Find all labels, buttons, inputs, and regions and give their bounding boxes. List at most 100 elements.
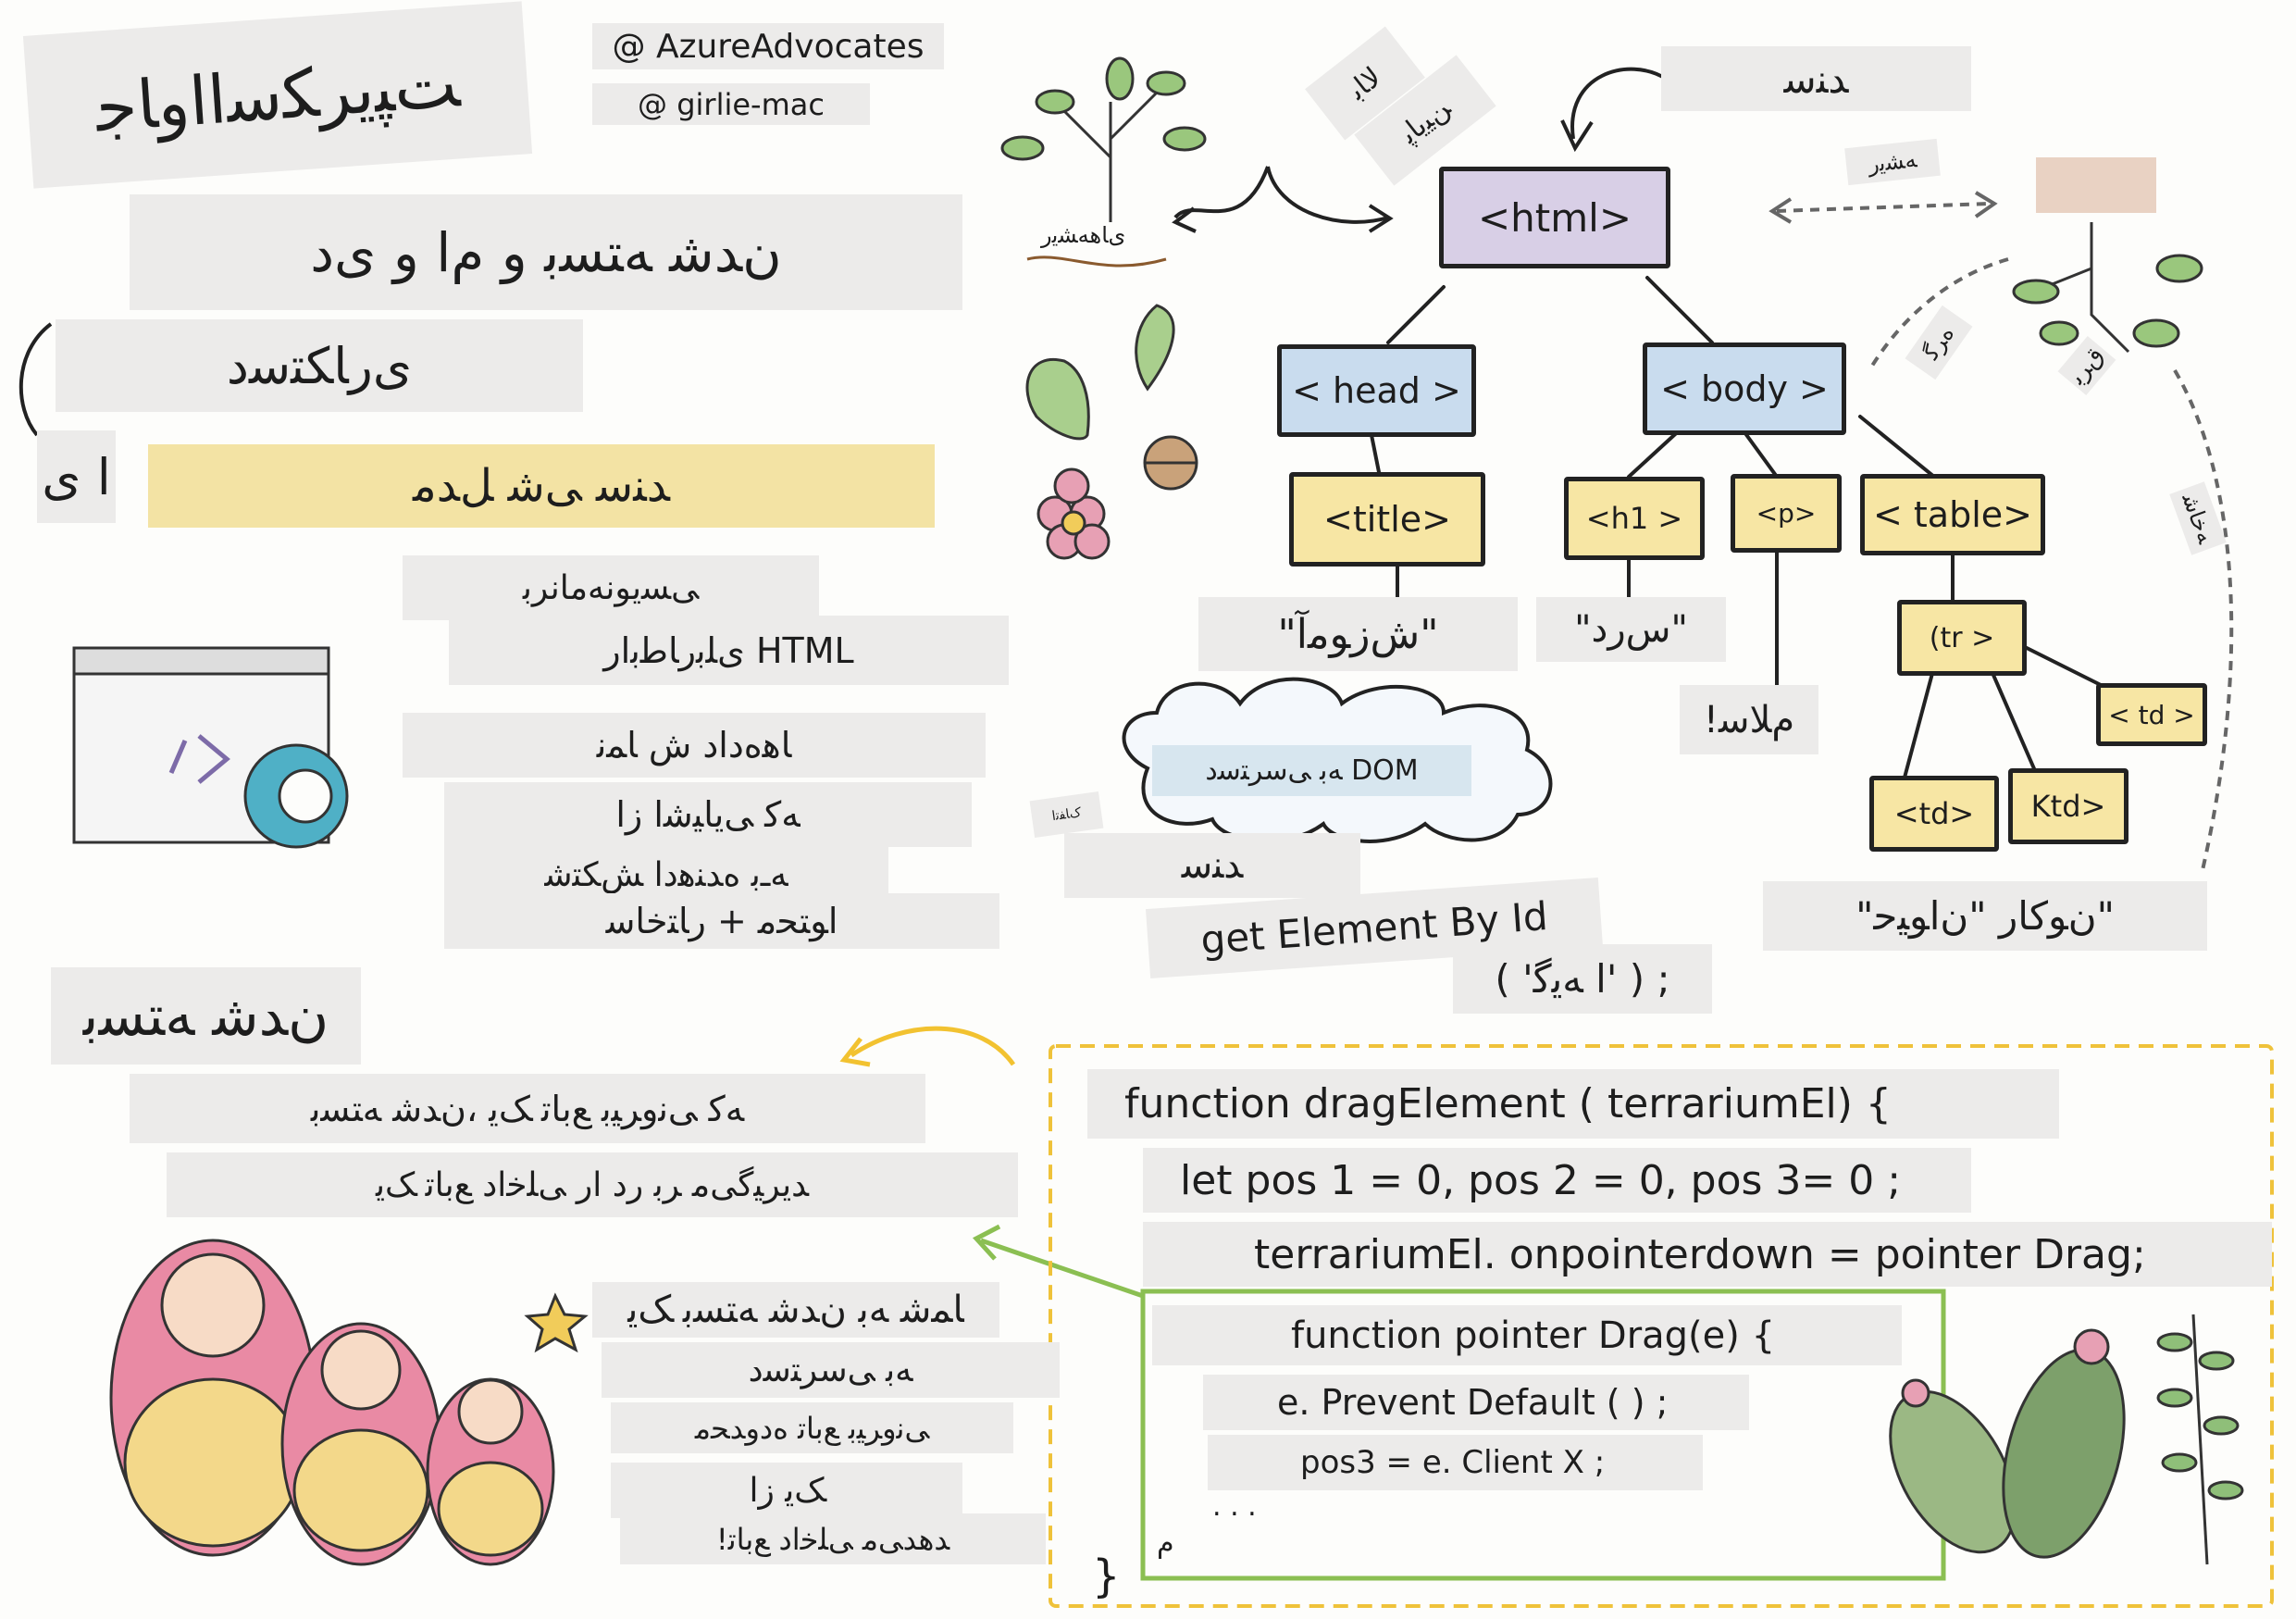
- fern-illustration: [2156, 1314, 2244, 1565]
- intro-line-b: ﺍ ﯼ: [37, 430, 116, 523]
- branch-arrow: [1868, 257, 2009, 372]
- handle-azure-text: @ AzureAdvocates: [612, 27, 925, 66]
- head-node-text: < head >: [1292, 370, 1461, 411]
- connector-html-body: [1645, 276, 1714, 344]
- dom-item1-text: ﺎﻫﻩﺩﺍﺩ ﺵ ﺎﻤﻧ: [596, 725, 792, 766]
- closure-line2-text: ﺪﯾﺮﯿﮔﯽﻣ ﺮﺑ ﺭﺩ ﺍﺭ ﯽﻠﺧﺍﺩ ﻊﺑﺎﺗ ﮏﯾ: [375, 1165, 810, 1204]
- cloud-text: ﻪﺑ ﯽﺳﺮﺘﺳﺩ DOM: [1152, 745, 1471, 796]
- td-text-value: "ﻥﻮﮐﺎﺭ "ﻥﺍﻮﯿﺣ": [1855, 893, 2115, 939]
- td-node-3: < td >: [2096, 683, 2207, 746]
- plant-illustration: [1000, 56, 1207, 268]
- intro-line-a: ﯼﺭﺎﮑﺘﺳﺩ: [56, 319, 583, 412]
- nesting-dolls-illustration: [109, 1239, 555, 1566]
- td-node-2-text: Ktd>: [2030, 789, 2106, 824]
- closure-item2-text: ﻪﺑ ﯽﺳﺮﺘﺳﺩ: [748, 1351, 913, 1389]
- cloud-small-text-value: ﮎﺎﻔﺗﺍ: [1050, 804, 1083, 825]
- closure-item4-text: ﮏﯾ ﺯﺍ: [749, 1471, 825, 1510]
- tr-node: (tr >: [1897, 600, 2027, 676]
- p-node-text: <p>: [1756, 498, 1817, 529]
- cactus-illustration: [1889, 1328, 2126, 1559]
- doc-label: ﺪﻨﺳ: [1661, 46, 1971, 111]
- dom-item4: ﺍﻮﺘﺤﻣ + ﺭﺎﺘﺧﺎﺳ: [444, 893, 999, 949]
- roots-plant-illustration: [2012, 157, 2203, 354]
- dom-item1: ﺎﻫﻩﺩﺍﺩ ﺵ ﺎﻤﻧ: [403, 713, 986, 778]
- closure-item1-text: ﺎﻤﺷ ﻪﺑ ﻥﺪﺷ ﻪﺘﺴﺑ ﮏﯾ: [627, 1289, 964, 1331]
- code-line3-text: terrariumEl. onpointerdown = pointer Dra…: [1254, 1230, 2146, 1278]
- title-text: "ﺵﺯﻮﻣﺁ": [1198, 597, 1518, 671]
- doc-word-text: ﺪﻨﺳ: [1181, 844, 1244, 887]
- h1-node: <h1 >: [1564, 477, 1705, 560]
- code-line1: function dragElement ( terrariumEl) {: [1087, 1069, 2059, 1139]
- td-node-1: <td>: [1869, 776, 1999, 852]
- table-node: < table>: [1860, 474, 2045, 555]
- td-node-1-text: <td>: [1893, 796, 1975, 831]
- code-line5: e. Prevent Default ( ) ;: [1203, 1375, 1749, 1430]
- connector-html-head: [1386, 285, 1446, 344]
- p-node: <p>: [1731, 474, 1842, 553]
- body-node-text: < body >: [1660, 368, 1829, 409]
- title-text-value: "ﺵﺯﻮﻣﺁ": [1277, 610, 1439, 658]
- dom-intro-line1: ﯽﺴﯾﻮﻧﻪﻣﺎﻧﺮﺑ: [403, 555, 819, 620]
- handle-girlie-text: @ girlie-mac: [638, 86, 825, 122]
- closure-line1-text: ﻪﮐ ﯽﻧﻭﺮﯿﺑ ﻊﺑﺎﺗ ﮏﯾ ،ﻥﺪﺷ ﻪﺘﺴﺑ: [310, 1088, 745, 1129]
- h1-text-value: "ﺱﺭﺩ": [1574, 608, 1688, 651]
- sibling-arrow: [1776, 202, 1991, 213]
- closure-line2: ﺪﯾﺮﯿﮔﯽﻣ ﺮﺑ ﺭﺩ ﺍﺭ ﯽﻠﺧﺍﺩ ﻊﺑﺎﺗ ﮏﯾ: [167, 1152, 1018, 1217]
- p-text-value: !ﻡﻼﺳ: [1703, 698, 1795, 741]
- highlight-banner: ﺪﻨﺳ ﯽﺷ ﻞﺪﻣ: [148, 444, 935, 528]
- highlight-banner-text: ﺪﻨﺳ ﯽﺷ ﻞﺪﻣ: [413, 460, 670, 512]
- closure-line1: ﻪﮐ ﯽﻧﻭﺮﯿﺑ ﻊﺑﺎﺗ ﮏﯾ ،ﻥﺪﺷ ﻪﺘﺴﺑ: [130, 1074, 925, 1143]
- h1-text: "ﺱﺭﺩ": [1536, 597, 1726, 662]
- dom-intro-line1-text: ﯽﺴﯾﻮﻧﻪﻣﺎﻧﺮﺑ: [522, 568, 700, 607]
- closure-item3-text: ﯽﻧﻭﺮﯿﺑ ﻊﺑﺎﺗ ﻩﺩﻭﺪﺤﻣ: [694, 1410, 930, 1446]
- closure-item5: !ﺪﻫﺪﯽﻣ ﯽﻠﺧﺍﺩ ﻊﺑﺎﺗ: [620, 1513, 1046, 1564]
- closure-item2: ﻪﺑ ﯽﺳﺮﺘﺳﺩ: [602, 1342, 1060, 1398]
- dom-item2: ﻪﮐ ﯽﯾﺎﯿﺷﺍ ﺯﺍ: [444, 782, 972, 847]
- code-line6: pos3 = e. Client X ;: [1208, 1435, 1703, 1490]
- page-subtitle-text: ﻥﺪﺷ ﻪﺘﺴﺑ ﻭ ﻡﺍ ﻭ ﯼﺩ: [310, 220, 782, 284]
- code-line1-text: function dragElement ( terrariumEl) {: [1124, 1080, 1892, 1127]
- browser-icon: [72, 646, 349, 849]
- td-text: "ﻥﻮﮐﺎﺭ "ﻥﺍﻮﯿﺣ": [1763, 881, 2207, 951]
- decorative-arc: [19, 322, 53, 437]
- code-line2: let pos 1 = 0, pos 2 = 0, pos 3= 0 ;: [1143, 1148, 1971, 1213]
- flower-illustration: [1036, 467, 1111, 560]
- table-node-text: < table>: [1872, 494, 2032, 535]
- dom-item2-text: ﻪﮐ ﯽﯾﺎﯿﺷﺍ ﺯﺍ: [615, 794, 800, 835]
- dom-item4-text: ﺍﻮﺘﺤﻣ + ﺭﺎﺘﺧﺎﺳ: [605, 901, 838, 941]
- closure-arrow: [850, 1026, 1016, 1066]
- title-node: <title>: [1289, 472, 1485, 567]
- leaf-illustrations: [1025, 304, 1175, 441]
- td-node-3-text: < td >: [2108, 699, 2195, 730]
- closure-item1: ﺎﻤﺷ ﻪﺑ ﻥﺪﺷ ﻪﺘﺴﺑ ﮏﯾ: [592, 1282, 999, 1338]
- code-line6-text: pos3 = e. Client X ;: [1300, 1444, 1606, 1481]
- h1-node-text: <h1 >: [1585, 501, 1683, 536]
- inner-function-arrow: [980, 1238, 1144, 1299]
- doc-arrow: [1570, 67, 1668, 140]
- code-line5-text: e. Prevent Default ( ) ;: [1277, 1382, 1669, 1423]
- get-element-args-text: ( 'ﺍ ﻪﯾﮔ' ) ;: [1495, 956, 1670, 1002]
- code-line4-text: function pointer Drag(e) {: [1291, 1314, 1776, 1357]
- get-element-args: ( 'ﺍ ﻪﯾﮔ' ) ;: [1453, 944, 1712, 1014]
- cloud-text-value: ﻪﺑ ﯽﺳﺮﺘﺳﺩ DOM: [1205, 754, 1419, 787]
- closure-heading-text: ﻥﺪﺷ ﻪﺘﺴﺑ: [82, 983, 329, 1049]
- roots-arrow: [1173, 166, 1389, 224]
- dom-intro-line2: ﯼﻠﺑﺭﺎﻃﺑﺍﺭ HTML: [449, 616, 1009, 685]
- closure-item4: ﮏﯾ ﺯﺍ: [611, 1463, 962, 1518]
- td-node-2: Ktd>: [2008, 768, 2128, 844]
- handle-girlie: @ girlie-mac: [592, 83, 870, 125]
- closure-item5-text: !ﺪﻫﺪﯽﻣ ﯽﻠﺧﺍﺩ ﻊﺑﺎﺗ: [715, 1521, 950, 1557]
- page-subtitle: ﻥﺪﺷ ﻪﺘﺴﺑ ﻭ ﻡﺍ ﻭ ﯼﺩ: [130, 194, 962, 310]
- title-node-text: <title>: [1323, 499, 1451, 540]
- intro-line-a-text: ﯼﺭﺎﮑﺘﺳﺩ: [226, 336, 413, 395]
- closure-item3: ﯽﻧﻭﺮﯿﺑ ﻊﺑﺎﺗ ﻩﺩﻭﺪﺤﻣ: [611, 1402, 1013, 1453]
- star-icon: [524, 1292, 589, 1353]
- code-line2-text: let pos 1 = 0, pos 2 = 0, pos 3= 0 ;: [1180, 1156, 1902, 1204]
- doc-word: ﺪﻨﺳ: [1064, 833, 1360, 898]
- handle-azure: @ AzureAdvocates: [592, 23, 944, 69]
- code-inner-close: ﻡ: [1157, 1527, 1174, 1560]
- roots-label: ﯼﺎﻫﻪﺸﯾﺭ: [1041, 222, 1126, 248]
- code-line3: terrariumEl. onpointerdown = pointer Dra…: [1143, 1222, 2272, 1287]
- body-node: < body >: [1643, 342, 1846, 435]
